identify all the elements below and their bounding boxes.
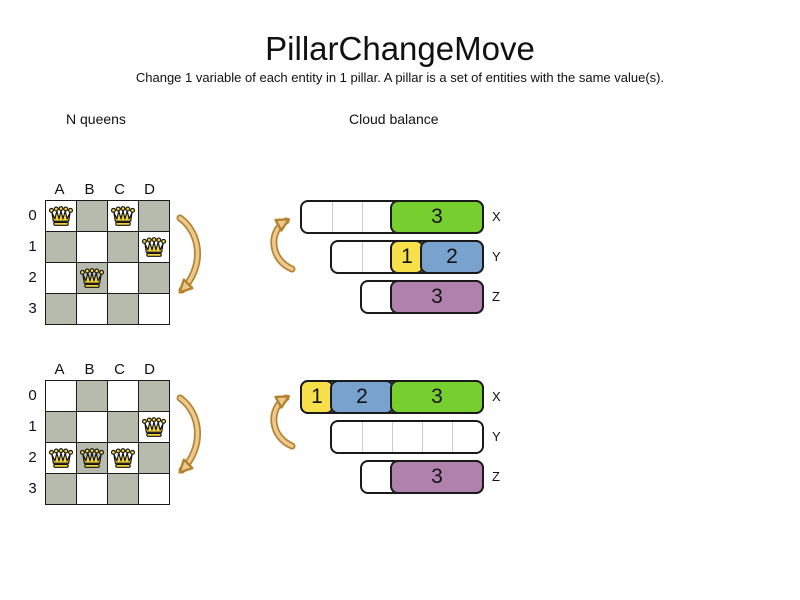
cloud-balance-section-label: Cloud balance — [349, 111, 439, 127]
column-header: A — [54, 181, 66, 198]
row-header: 1 — [28, 418, 37, 435]
board-cell — [77, 381, 107, 411]
column-header: C — [114, 181, 126, 198]
nqueens-board-after: A B C D 0 1 2 3 — [24, 361, 174, 505]
board-cell — [46, 263, 76, 293]
process-block: 1 — [390, 240, 424, 274]
board-cell — [108, 443, 138, 473]
move-down-arrow — [176, 214, 201, 294]
board-cell — [108, 412, 138, 442]
board-cell — [108, 474, 138, 504]
page-subtitle: Change 1 variable of each entity in 1 pi… — [135, 70, 665, 85]
process-block: 3 — [390, 200, 484, 234]
capacity-divider — [392, 422, 393, 452]
board-row-labels: 0 1 2 3 — [24, 380, 41, 504]
board-row-labels: 0 1 2 3 — [24, 200, 41, 324]
move-up-arrow — [270, 394, 296, 450]
board-cell — [77, 263, 107, 293]
page-title: PillarChangeMove — [265, 30, 535, 67]
board-cell — [77, 201, 107, 231]
row-header: 3 — [28, 300, 37, 317]
queen-icon — [79, 448, 105, 468]
computer-capacity-bar: 3 — [300, 200, 484, 234]
board-cell — [77, 412, 107, 442]
queen-icon — [110, 448, 136, 468]
board-cell — [108, 201, 138, 231]
capacity-divider — [362, 422, 363, 452]
computer-capacity-bar: 3 — [360, 460, 484, 494]
board-cell — [139, 263, 169, 293]
row-header: 3 — [28, 480, 37, 497]
computer-label: Y — [492, 249, 501, 264]
process-block: 3 — [390, 380, 484, 414]
board-cell — [77, 474, 107, 504]
capacity-divider — [422, 422, 423, 452]
board-cell — [108, 232, 138, 262]
process-block: 2 — [420, 240, 484, 274]
process-block: 3 — [390, 460, 484, 494]
nqueens-section-label: N queens — [66, 111, 126, 127]
row-header: 2 — [28, 269, 37, 286]
board-cell — [139, 412, 169, 442]
nqueens-board-before: A B C D 0 1 2 3 — [24, 181, 174, 325]
board-cell — [139, 381, 169, 411]
column-header: C — [114, 361, 126, 378]
queen-icon — [79, 268, 105, 288]
column-header: A — [54, 361, 66, 378]
board-cell — [139, 232, 169, 262]
process-block: 3 — [390, 280, 484, 314]
row-header: 2 — [28, 449, 37, 466]
queen-icon — [110, 206, 136, 226]
board-cell — [108, 381, 138, 411]
board-cell — [108, 294, 138, 324]
board-cell — [139, 474, 169, 504]
board-cell — [139, 443, 169, 473]
capacity-divider — [362, 242, 363, 272]
column-header: D — [144, 181, 156, 198]
capacity-divider — [332, 202, 333, 232]
board-cell — [108, 263, 138, 293]
column-header: B — [84, 361, 96, 378]
board-cell — [77, 232, 107, 262]
board-cell — [77, 443, 107, 473]
chessboard — [45, 380, 170, 505]
board-cell — [46, 381, 76, 411]
move-up-arrow — [270, 217, 296, 273]
row-header: 0 — [28, 387, 37, 404]
board-cell — [139, 201, 169, 231]
queen-icon — [48, 448, 74, 468]
computer-label: Z — [492, 289, 500, 304]
process-block: 2 — [330, 380, 394, 414]
board-cell — [77, 294, 107, 324]
queen-icon — [48, 206, 74, 226]
row-header: 1 — [28, 238, 37, 255]
board-column-headers: A B C D — [45, 361, 165, 378]
computer-label: Z — [492, 469, 500, 484]
board-column-headers: A B C D — [45, 181, 165, 198]
move-down-arrow — [176, 394, 201, 474]
board-cell — [46, 443, 76, 473]
computer-label: Y — [492, 429, 501, 444]
capacity-divider — [452, 422, 453, 452]
computer-capacity-bar: 3 — [360, 280, 484, 314]
row-header: 0 — [28, 207, 37, 224]
queen-icon — [141, 237, 167, 257]
board-cell — [46, 294, 76, 324]
capacity-divider — [362, 202, 363, 232]
board-cell — [46, 474, 76, 504]
chessboard — [45, 200, 170, 325]
column-header: D — [144, 361, 156, 378]
process-block: 1 — [300, 380, 334, 414]
board-cell — [46, 232, 76, 262]
column-header: B — [84, 181, 96, 198]
computer-label: X — [492, 209, 501, 224]
board-cell — [46, 412, 76, 442]
computer-label: X — [492, 389, 501, 404]
board-cell — [139, 294, 169, 324]
board-cell — [46, 201, 76, 231]
computer-capacity-bar — [330, 420, 484, 454]
queen-icon — [141, 417, 167, 437]
